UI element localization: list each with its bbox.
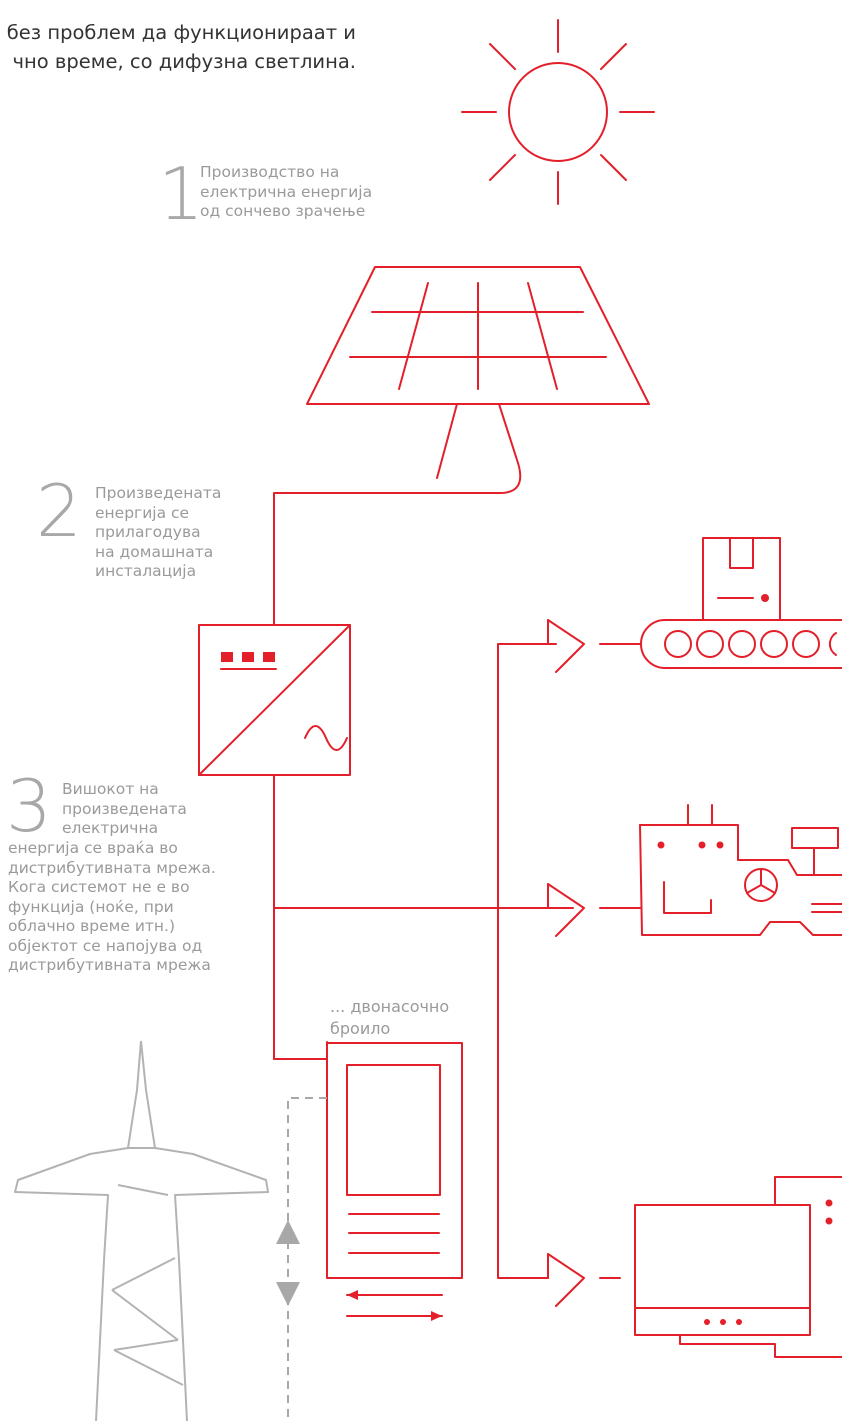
step-1-text: Производство на електрична енергија од с… (200, 163, 372, 222)
step-3-line: облачно време итн.) (8, 917, 176, 935)
factory-conveyor-icon (599, 537, 842, 669)
step-2-text: Произведената енергија се прилагодува на… (95, 484, 221, 582)
step-1-line: електрична енергија (200, 182, 373, 201)
step-3-text-head: Вишокот на произведената електрична (62, 780, 187, 839)
step-3-line: функција (ноќе, при (8, 897, 174, 916)
solar-panel-icon (273, 266, 650, 626)
intro-line-3: чно време, со дифузна светлина. (12, 50, 356, 73)
intro-line-2: без проблем да функционираат и (6, 21, 356, 44)
step-3-line: дистрибутивната мрежа (8, 956, 211, 974)
step-2-line: прилагодува (95, 523, 201, 541)
computer-icon (599, 1176, 842, 1358)
step-1-line: Производство на (200, 163, 340, 181)
step-3-number: 3 (6, 764, 52, 848)
step-3-line: Кога системот не е во (8, 878, 190, 896)
step-3-line: електрична (62, 819, 159, 837)
bidirectional-arrow-icon (276, 1220, 300, 1306)
step-1-line: од сончево зрачење (200, 202, 366, 220)
step-3-line: објектот се напојува од (8, 936, 203, 955)
meter-label-line: ... двонасочно (330, 997, 450, 1016)
step-3-line: енергија се враќа во (8, 839, 178, 857)
step-2-line: на домашната (95, 542, 214, 561)
step-2-line: Произведената (95, 484, 222, 502)
two-way-meter-icon (326, 1042, 463, 1317)
power-pylon-icon (14, 1040, 269, 1421)
step-1-number: 1 (158, 152, 204, 236)
sun-icon (461, 19, 655, 205)
meter-label-line: броило (330, 1019, 391, 1038)
inverter-icon (198, 624, 351, 776)
step-3-line: дистрибутивната мрежа. (8, 858, 216, 877)
step-3-text-body: енергија се враќа во дистрибутивната мре… (8, 839, 216, 976)
step-3-line: произведената (62, 799, 187, 818)
step-2-line: инсталација (95, 562, 197, 580)
machine-icon (599, 804, 842, 936)
step-2-number: 2 (36, 469, 82, 553)
step-3-line: Вишокот на (62, 780, 159, 798)
step-2-line: енергија се (95, 503, 190, 522)
meter-label: ... двонасочно броило (330, 996, 449, 1040)
